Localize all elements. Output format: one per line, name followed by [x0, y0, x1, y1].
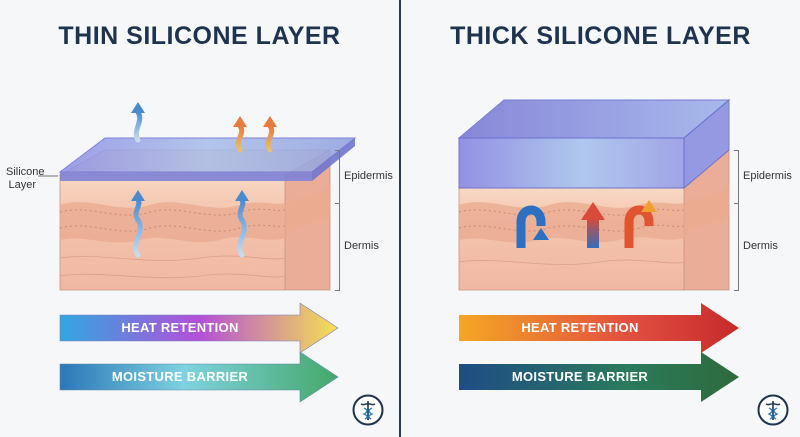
heat-retention-arrow: [59, 302, 339, 354]
dermis-bracket: [734, 203, 739, 291]
thick-layer-panel: THICK SILICONE LAYER: [401, 0, 800, 437]
epidermis-label: Epidermis: [743, 170, 792, 182]
circulation-arrow-icon: [516, 205, 549, 248]
epidermis-bracket: [335, 150, 340, 204]
panel-divider: [399, 0, 401, 437]
thick-layer-title: THICK SILICONE LAYER: [450, 22, 751, 50]
thin-layer-illustration: [38, 102, 357, 403]
caduceus-logo-icon: [352, 394, 384, 426]
dermis-bracket: [335, 203, 340, 291]
heat-arrow-icon: [233, 116, 277, 153]
moisture-barrier-label: MOISTURE BARRIER: [511, 369, 649, 384]
heat-retention-label: HEAT RETENTION: [121, 320, 239, 335]
epidermis-bracket: [734, 150, 739, 204]
silicone-layer-label: Silicone Layer: [6, 166, 45, 191]
epidermis-label: Epidermis: [344, 170, 393, 182]
vapor-arrow-icon: [131, 102, 249, 258]
thin-layer-title: THIN SILICONE LAYER: [58, 22, 341, 50]
thick-silicone-layer: [457, 98, 731, 190]
caduceus-logo-icon: [757, 394, 789, 426]
thin-layer-panel: THIN SILICONE LAYER: [0, 0, 399, 437]
circulation-arrow-icon: [624, 200, 657, 248]
moisture-barrier-arrow: [59, 351, 339, 403]
heat-arrow-icon: [581, 202, 605, 248]
dermis-label: Dermis: [344, 240, 379, 252]
dermis-label: Dermis: [743, 240, 778, 252]
moisture-barrier-label: MOISTURE BARRIER: [111, 369, 249, 384]
moisture-barrier-arrow: [459, 352, 739, 402]
thin-silicone-layer: [58, 137, 357, 181]
thick-layer-illustration: [457, 98, 739, 402]
heat-retention-arrow: [459, 303, 739, 353]
heat-retention-label: HEAT RETENTION: [521, 320, 639, 335]
